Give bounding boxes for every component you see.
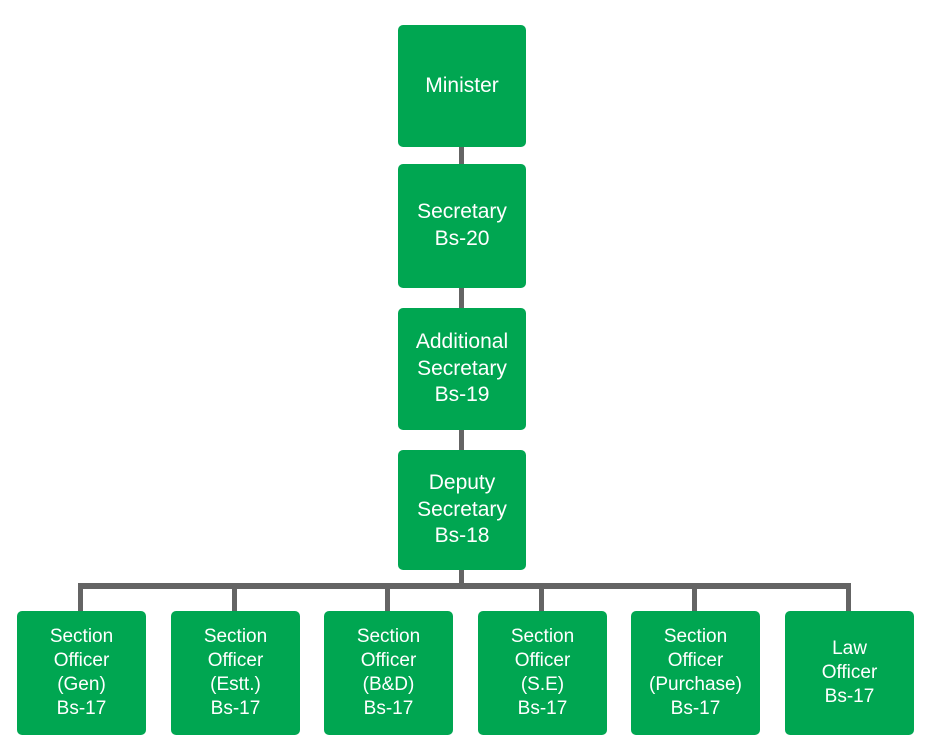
connector-bus-to-section-officer-gen bbox=[78, 583, 83, 611]
node-additional-secretary-line-3: Bs-19 bbox=[434, 383, 490, 407]
node-section-officer-estt-line-4: Bs-17 bbox=[210, 698, 261, 720]
node-section-officer-purchase-line-3: (Purchase) bbox=[649, 674, 742, 695]
connector-bus-to-section-officer-purchase bbox=[692, 583, 697, 611]
node-law-officer[interactable]: Law Officer Bs-17 bbox=[785, 611, 914, 735]
connector-bus-to-section-officer-estt bbox=[232, 583, 237, 611]
node-law-officer-line-2: Officer bbox=[821, 661, 878, 683]
node-section-officer-bd-line-1: Section bbox=[356, 625, 421, 647]
node-section-officer-bd-line-4: Bs-17 bbox=[363, 698, 414, 720]
connector-additional-secretary-to-deputy-secretary bbox=[459, 430, 464, 450]
node-section-officer-bd-line-2: Officer bbox=[360, 649, 417, 671]
node-section-officer-se-line-3: (S.E) bbox=[520, 674, 565, 695]
node-section-officer-estt-line-1: Section bbox=[203, 625, 268, 647]
node-additional-secretary-line-2: Secretary bbox=[417, 356, 507, 380]
node-section-officer-gen-line-1: Section bbox=[49, 625, 114, 647]
node-deputy-secretary-line-2: Secretary bbox=[417, 497, 507, 521]
node-section-officer-purchase[interactable]: Section Officer (Purchase) Bs-17 bbox=[631, 611, 760, 735]
node-secretary-line-1: Secretary bbox=[417, 200, 507, 224]
connector-deputy-secretary-to-bus bbox=[459, 570, 464, 589]
node-section-officer-estt-line-3: (Estt.) bbox=[210, 674, 261, 695]
node-section-officer-se-line-4: Bs-17 bbox=[517, 698, 568, 720]
node-section-officer-gen-line-3: (Gen) bbox=[57, 674, 106, 695]
node-section-officer-estt-line-2: Officer bbox=[207, 649, 264, 671]
node-section-officer-bd[interactable]: Section Officer (B&D) Bs-17 bbox=[324, 611, 453, 735]
node-section-officer-se-line-2: Officer bbox=[514, 649, 571, 671]
node-law-officer-line-3: Bs-17 bbox=[824, 686, 875, 708]
connector-bus-to-section-officer-se bbox=[539, 583, 544, 611]
node-deputy-secretary[interactable]: Deputy Secretary Bs-18 bbox=[398, 450, 526, 570]
node-section-officer-se[interactable]: Section Officer (S.E) Bs-17 bbox=[478, 611, 607, 735]
node-section-officer-purchase-line-1: Section bbox=[663, 625, 728, 647]
node-deputy-secretary-line-3: Bs-18 bbox=[434, 524, 490, 548]
node-section-officer-purchase-line-2: Officer bbox=[667, 649, 724, 671]
node-law-officer-line-1: Law bbox=[832, 637, 867, 659]
node-secretary-line-2: Bs-20 bbox=[434, 227, 490, 250]
node-section-officer-estt[interactable]: Section Officer (Estt.) Bs-17 bbox=[171, 611, 300, 735]
node-section-officer-gen[interactable]: Section Officer (Gen) Bs-17 bbox=[17, 611, 146, 735]
node-secretary[interactable]: Secretary Bs-20 bbox=[398, 164, 526, 288]
connector-horizontal-bus bbox=[78, 583, 851, 589]
node-section-officer-bd-line-3: (B&D) bbox=[362, 674, 415, 695]
node-section-officer-se-line-1: Section bbox=[510, 625, 575, 647]
connector-bus-to-law-officer bbox=[846, 583, 851, 611]
node-deputy-secretary-line-1: Deputy bbox=[428, 471, 496, 495]
node-additional-secretary[interactable]: Additional Secretary Bs-19 bbox=[398, 308, 526, 430]
connector-minister-to-secretary bbox=[459, 146, 464, 164]
node-minister-line-1: Minister bbox=[425, 73, 499, 97]
connector-bus-to-section-officer-bd bbox=[385, 583, 390, 611]
node-minister[interactable]: Minister bbox=[398, 25, 526, 147]
node-section-officer-gen-line-4: Bs-17 bbox=[56, 698, 107, 720]
node-section-officer-gen-line-2: Officer bbox=[53, 649, 110, 671]
node-section-officer-purchase-line-4: Bs-17 bbox=[670, 698, 721, 720]
node-additional-secretary-line-1: Additional bbox=[415, 330, 509, 354]
connector-secretary-to-additional-secretary bbox=[459, 288, 464, 308]
